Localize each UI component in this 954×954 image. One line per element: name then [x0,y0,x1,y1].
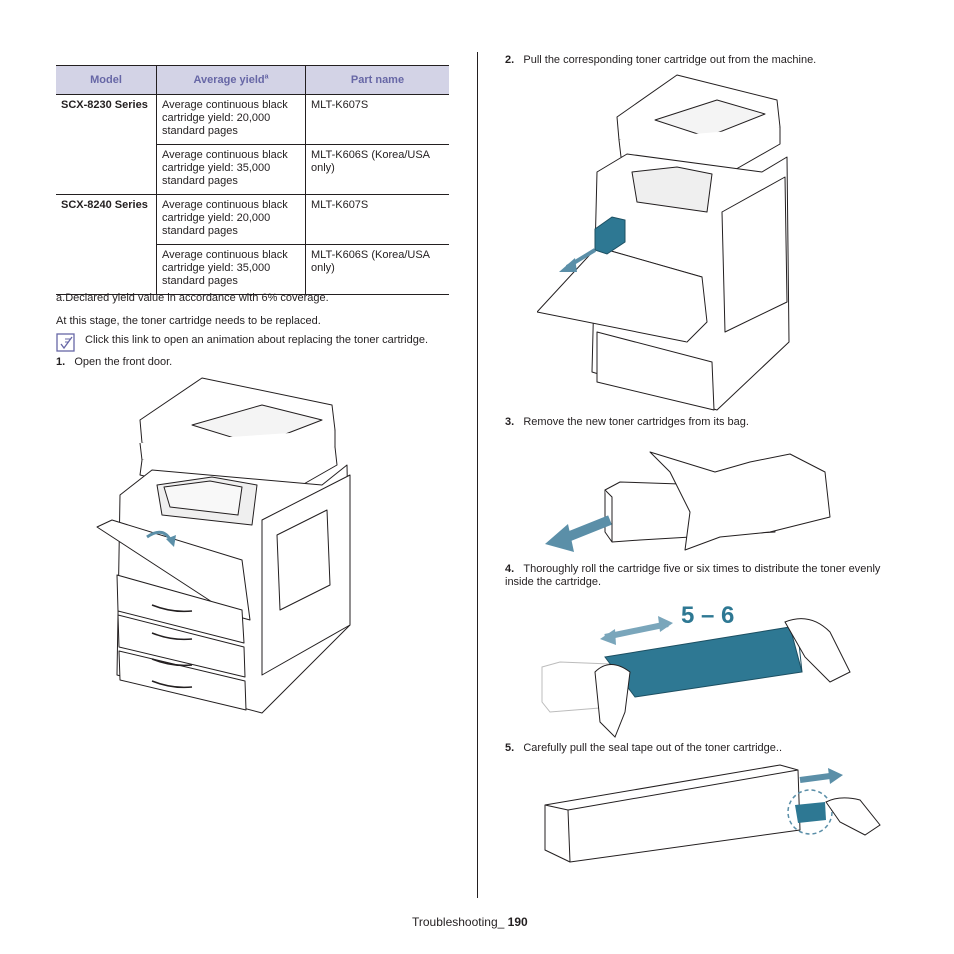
seal-tape-removal-illustration [544,764,881,863]
header-yield: Average yielda [156,65,306,95]
step-3: 3. Remove the new toner cartridges from … [505,416,749,428]
animation-link[interactable]: Click this link to open an animation abo… [85,334,429,346]
model-cell: SCX-8240 Series [56,194,157,295]
toner-roll-illustration [541,616,851,738]
table-header-row: Model Average yielda Part name [56,65,449,95]
stage-text: At this stage, the toner cartridge needs… [56,315,321,327]
yield-cell: Average continuous black cartridge yield… [156,194,306,245]
toner-bag-removal-illustration [545,451,831,552]
yield-cell: Average continuous black cartridge yield… [156,144,306,195]
yield-cell: Average continuous black cartridge yield… [156,244,306,295]
column-divider [477,52,478,898]
part-cell: MLT-K607S [305,194,449,245]
header-model: Model [56,65,157,95]
printer-front-door-open-illustration [96,377,351,714]
page-number: 190 [507,915,528,929]
footnote-text: Declared yield value in accordance with … [65,292,329,304]
step-1: 1. Open the front door. [56,356,173,368]
footer-section: Troubleshooting_ [412,915,505,929]
step-2: 2. Pull the corresponding toner cartridg… [505,54,817,66]
part-cell: MLT-K606S (Korea/USA only) [305,244,449,295]
footnote: a.Declared yield value in accordance wit… [56,292,329,305]
step-4: 4. Thoroughly roll the cartridge five or… [505,563,881,588]
table-row: Average continuous black cartridge yield… [56,144,449,195]
yield-cell: Average continuous black cartridge yield… [156,94,306,145]
model-cell: SCX-8230 Series [56,94,157,195]
roll-count-label: 5 – 6 [681,602,735,629]
yield-table: Model Average yielda Part name SCX-8230 … [56,65,449,295]
footnote-marker: a. [56,292,66,304]
table-row: Average continuous black cartridge yield… [56,244,449,295]
table-row: SCX-8230 Series Average continuous black… [56,94,449,195]
part-cell: MLT-K606S (Korea/USA only) [305,144,449,195]
note-icon[interactable] [56,333,76,353]
header-part: Part name [305,65,449,95]
printer-cartridge-removal-illustration [537,74,790,411]
part-cell: MLT-K607S [305,94,449,145]
page-footer: Troubleshooting_ 190 [412,915,528,929]
step-5: 5. Carefully pull the seal tape out of t… [505,742,783,754]
table-row: SCX-8240 Series Average continuous black… [56,194,449,295]
